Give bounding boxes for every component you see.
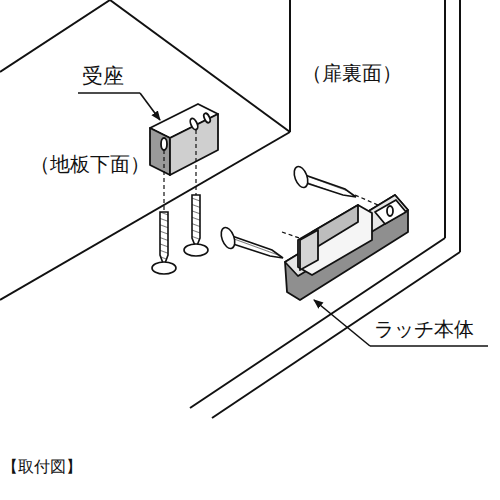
part-name: 受座 [82,64,124,88]
surface-label: （扉裏面） [302,62,402,85]
cabinet-lines [0,0,460,418]
caption: 【取付図】 [2,458,82,476]
part-name: ラッチ本体 [374,318,474,341]
surface-label: （地板下面） [30,153,150,176]
latch-body [285,195,408,300]
leader-lines [78,93,488,346]
bracket [150,104,218,175]
